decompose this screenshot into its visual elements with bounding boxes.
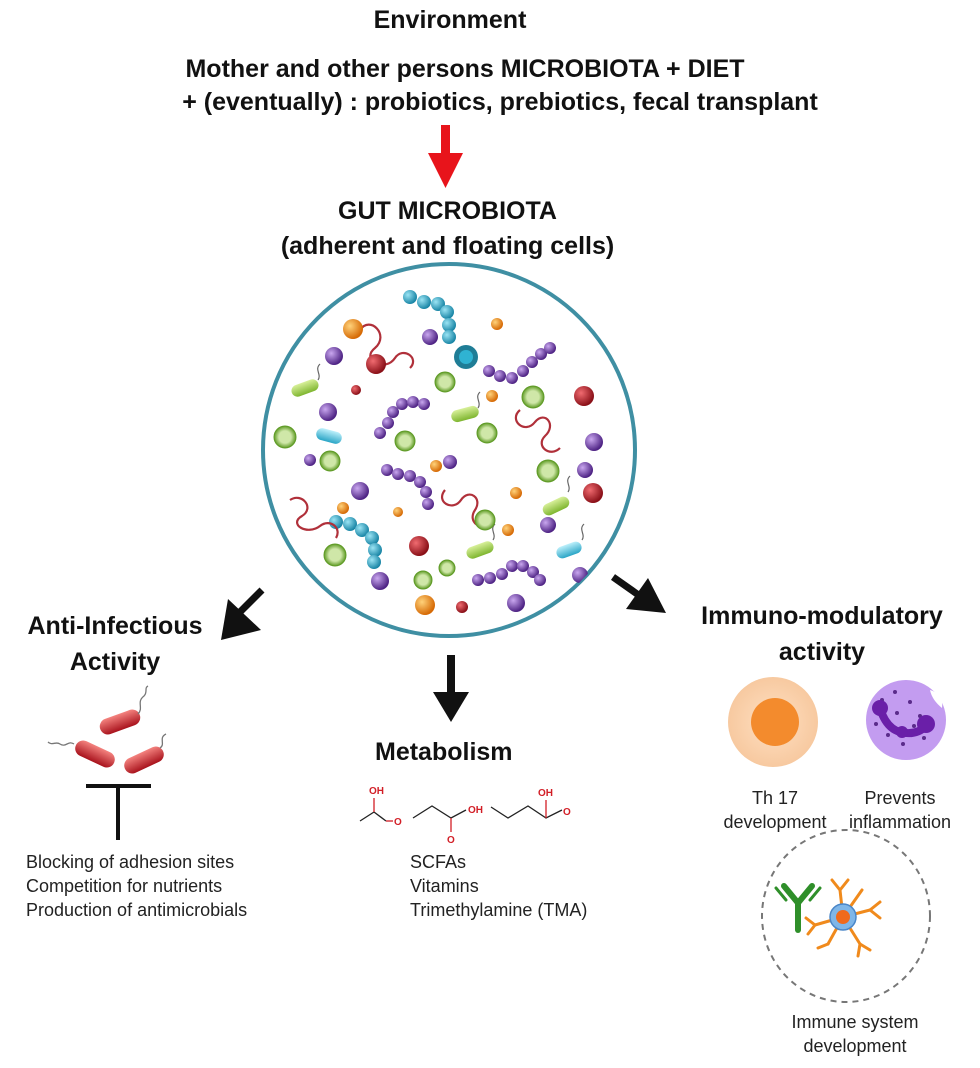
molecule-propionate — [412, 805, 467, 832]
immune-system-ellipse — [761, 829, 931, 1003]
propionate-oh-label: OH — [468, 805, 483, 816]
dendritic-cell-nucleus — [836, 910, 850, 924]
metabolism-item: Trimethylamine (TMA) — [410, 900, 588, 920]
th17-label: Th 17 development — [710, 786, 840, 834]
anti-infectious-title-1: Anti-Infectious — [27, 612, 203, 640]
arrow-immuno — [610, 574, 666, 613]
prevents-label: Prevents inflammation — [830, 786, 970, 834]
inflammation-cell-icon — [866, 680, 946, 760]
propionate-o-label: O — [447, 835, 455, 846]
molecule-acetate — [359, 798, 393, 822]
antibody-icon — [774, 883, 822, 933]
th17-label-2: development — [723, 812, 827, 832]
immuno-title-2: activity — [778, 638, 866, 666]
th17-cell-icon — [728, 677, 818, 767]
immuno-title-1: Immuno-modulatory — [701, 602, 943, 630]
gut-microbiota-subtitle: (adherent and floating cells) — [280, 232, 615, 260]
gut-microbiota-title: GUT MICROBIOTA — [338, 197, 557, 225]
environment-line-2: + (eventually) : probiotics, prebiotics,… — [182, 88, 818, 116]
immune-system-label: Immune system development — [760, 1010, 950, 1058]
arrow-metabolism — [433, 655, 469, 722]
arrow-anti-infectious — [221, 587, 265, 640]
environment-arrow — [428, 125, 463, 188]
anti-infectious-title-2: Activity — [69, 648, 161, 676]
metabolism-title: Metabolism — [375, 738, 513, 766]
prevents-label-2: inflammation — [848, 812, 952, 832]
pathogen-bacteria — [47, 685, 167, 774]
metabolism-item: SCFAs — [410, 852, 467, 872]
inhibition-bar — [86, 784, 151, 840]
butyrate-oh-label: OH — [538, 788, 553, 799]
molecule-butyrate — [490, 800, 563, 819]
butyrate-o-label: O — [563, 807, 571, 818]
environment-line-1: Mother and other persons MICROBIOTA + DI… — [185, 55, 745, 83]
th17-label-1: Th 17 — [751, 788, 799, 808]
metabolism-item: Vitamins — [410, 876, 479, 896]
immune-system-label-1: Immune system — [791, 1012, 919, 1032]
metabolism-list: SCFAs Vitamins Trimethylamine (TMA) — [410, 850, 587, 922]
acetate-o-label: O — [394, 817, 402, 828]
environment-title: Environment — [373, 6, 527, 34]
anti-item: Competition for nutrients — [26, 876, 223, 896]
anti-item: Production of antimicrobials — [26, 900, 248, 920]
microbes-group — [273, 290, 603, 615]
anti-item: Blocking of adhesion sites — [26, 852, 235, 872]
anti-infectious-list: Blocking of adhesion sites Competition f… — [26, 850, 247, 922]
prevents-label-1: Prevents — [864, 788, 936, 808]
acetate-oh-label: OH — [369, 786, 384, 797]
immune-system-label-2: development — [803, 1036, 907, 1056]
